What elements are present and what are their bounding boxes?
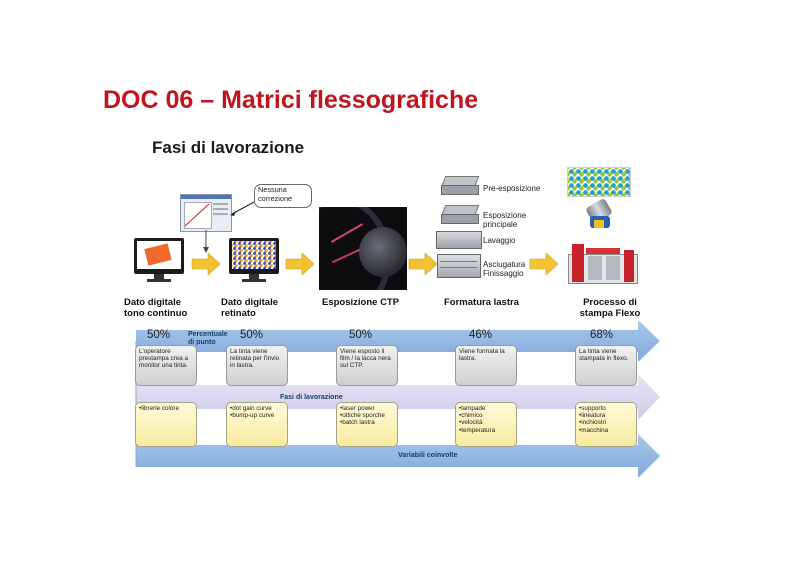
no-correction-callout: Nessuna correzione xyxy=(254,184,312,208)
flow-arrow-1 xyxy=(191,252,221,276)
variables-box: •laser power •ottiche sporche •batch las… xyxy=(336,402,398,447)
callout-text: Nessuna correzione xyxy=(258,185,293,203)
main-exposure-unit-icon xyxy=(440,205,480,224)
description-box: L'operatore prestampa crea a monitor una… xyxy=(135,345,197,386)
percentage-band-label: Percentuale di punto xyxy=(188,331,228,346)
step-label-continuous-tone: Dato digitale tono continuo xyxy=(124,297,188,319)
variable-item: •velocità xyxy=(459,419,483,427)
percentage-value: 46% xyxy=(469,329,493,341)
anilox-roll-icon xyxy=(584,197,614,232)
variable-item: •temperatura xyxy=(459,426,496,434)
flow-arrow-4 xyxy=(529,252,559,276)
variable-item: •ottiche sporche xyxy=(340,412,385,420)
step-label-plate-forming: Formatura lastra xyxy=(444,297,519,308)
curve-screenshot-icon xyxy=(180,194,232,232)
description-box: Viene esposto il film / la lacca nera su… xyxy=(336,345,398,386)
washing-unit-icon xyxy=(436,231,482,249)
monitor-screened-icon xyxy=(229,238,279,282)
variable-item: •librerie colore xyxy=(139,405,180,412)
monitor-continuous-tone-icon xyxy=(134,238,184,282)
step-label-flexo-printing: Processo di stampa Flexo xyxy=(579,297,641,319)
variable-item: •batch lastra xyxy=(340,419,375,427)
variable-item: •dot gain curve xyxy=(230,405,272,412)
description-box: Viene formata la lastra. xyxy=(455,345,517,386)
percentage-value: 68% xyxy=(590,329,614,341)
variable-item: •bump-up curve xyxy=(230,412,275,420)
flow-arrow-2 xyxy=(285,252,315,276)
substep-washing: Lavaggio xyxy=(483,236,516,245)
pre-exposure-unit-icon xyxy=(440,176,480,195)
percentage-value: 50% xyxy=(147,329,171,341)
variable-item: •lampade xyxy=(459,405,486,412)
variable-item: •supporto xyxy=(579,405,606,412)
variables-box: •dot gain curve •bump-up curve xyxy=(226,402,288,447)
percentage-value: 50% xyxy=(349,329,373,341)
step-label-ctp-exposure: Esposizione CTP xyxy=(322,297,400,308)
drying-unit-icon xyxy=(437,254,481,278)
variables-box: •librerie colore xyxy=(135,402,197,447)
variables-band-label: Variabili coinvolte xyxy=(398,452,458,459)
description-box: La tinta viene retinata per l'invio in l… xyxy=(226,345,288,386)
substep-drying: Asciugatura Finissaggio xyxy=(483,260,526,278)
variable-item: •laser power xyxy=(340,405,375,412)
doc-title: DOC 06 – Matrici flessografiche xyxy=(103,86,479,114)
variables-box: •supporto •lineatura •inchiostri •macchi… xyxy=(575,402,637,447)
print-dots-image xyxy=(567,167,631,197)
flow-arrow-3 xyxy=(408,252,438,276)
callout-pointers xyxy=(203,201,255,253)
variable-item: •macchina xyxy=(579,426,609,434)
substep-pre-exposure: Pre-esposizione xyxy=(483,184,541,193)
substep-main-exposure: Esposizione principale xyxy=(483,211,527,229)
percentage-value: 50% xyxy=(240,329,264,341)
section-subtitle: Fasi di lavorazione xyxy=(152,138,305,157)
flexo-press-icon xyxy=(568,240,638,284)
step-label-screened: Dato digitale retinato xyxy=(221,297,279,319)
variable-item: •inchiostri xyxy=(579,419,607,427)
variables-box: •lampade •chimico •velocità •temperatura xyxy=(455,402,517,447)
variable-item: •lineatura xyxy=(579,412,606,420)
ctp-drum-photo xyxy=(319,207,407,290)
variable-item: •chimico xyxy=(459,412,483,420)
description-box: La tinta viene stampata in flexo. xyxy=(575,345,637,386)
phases-band-label: Fasi di lavorazione xyxy=(280,394,343,401)
